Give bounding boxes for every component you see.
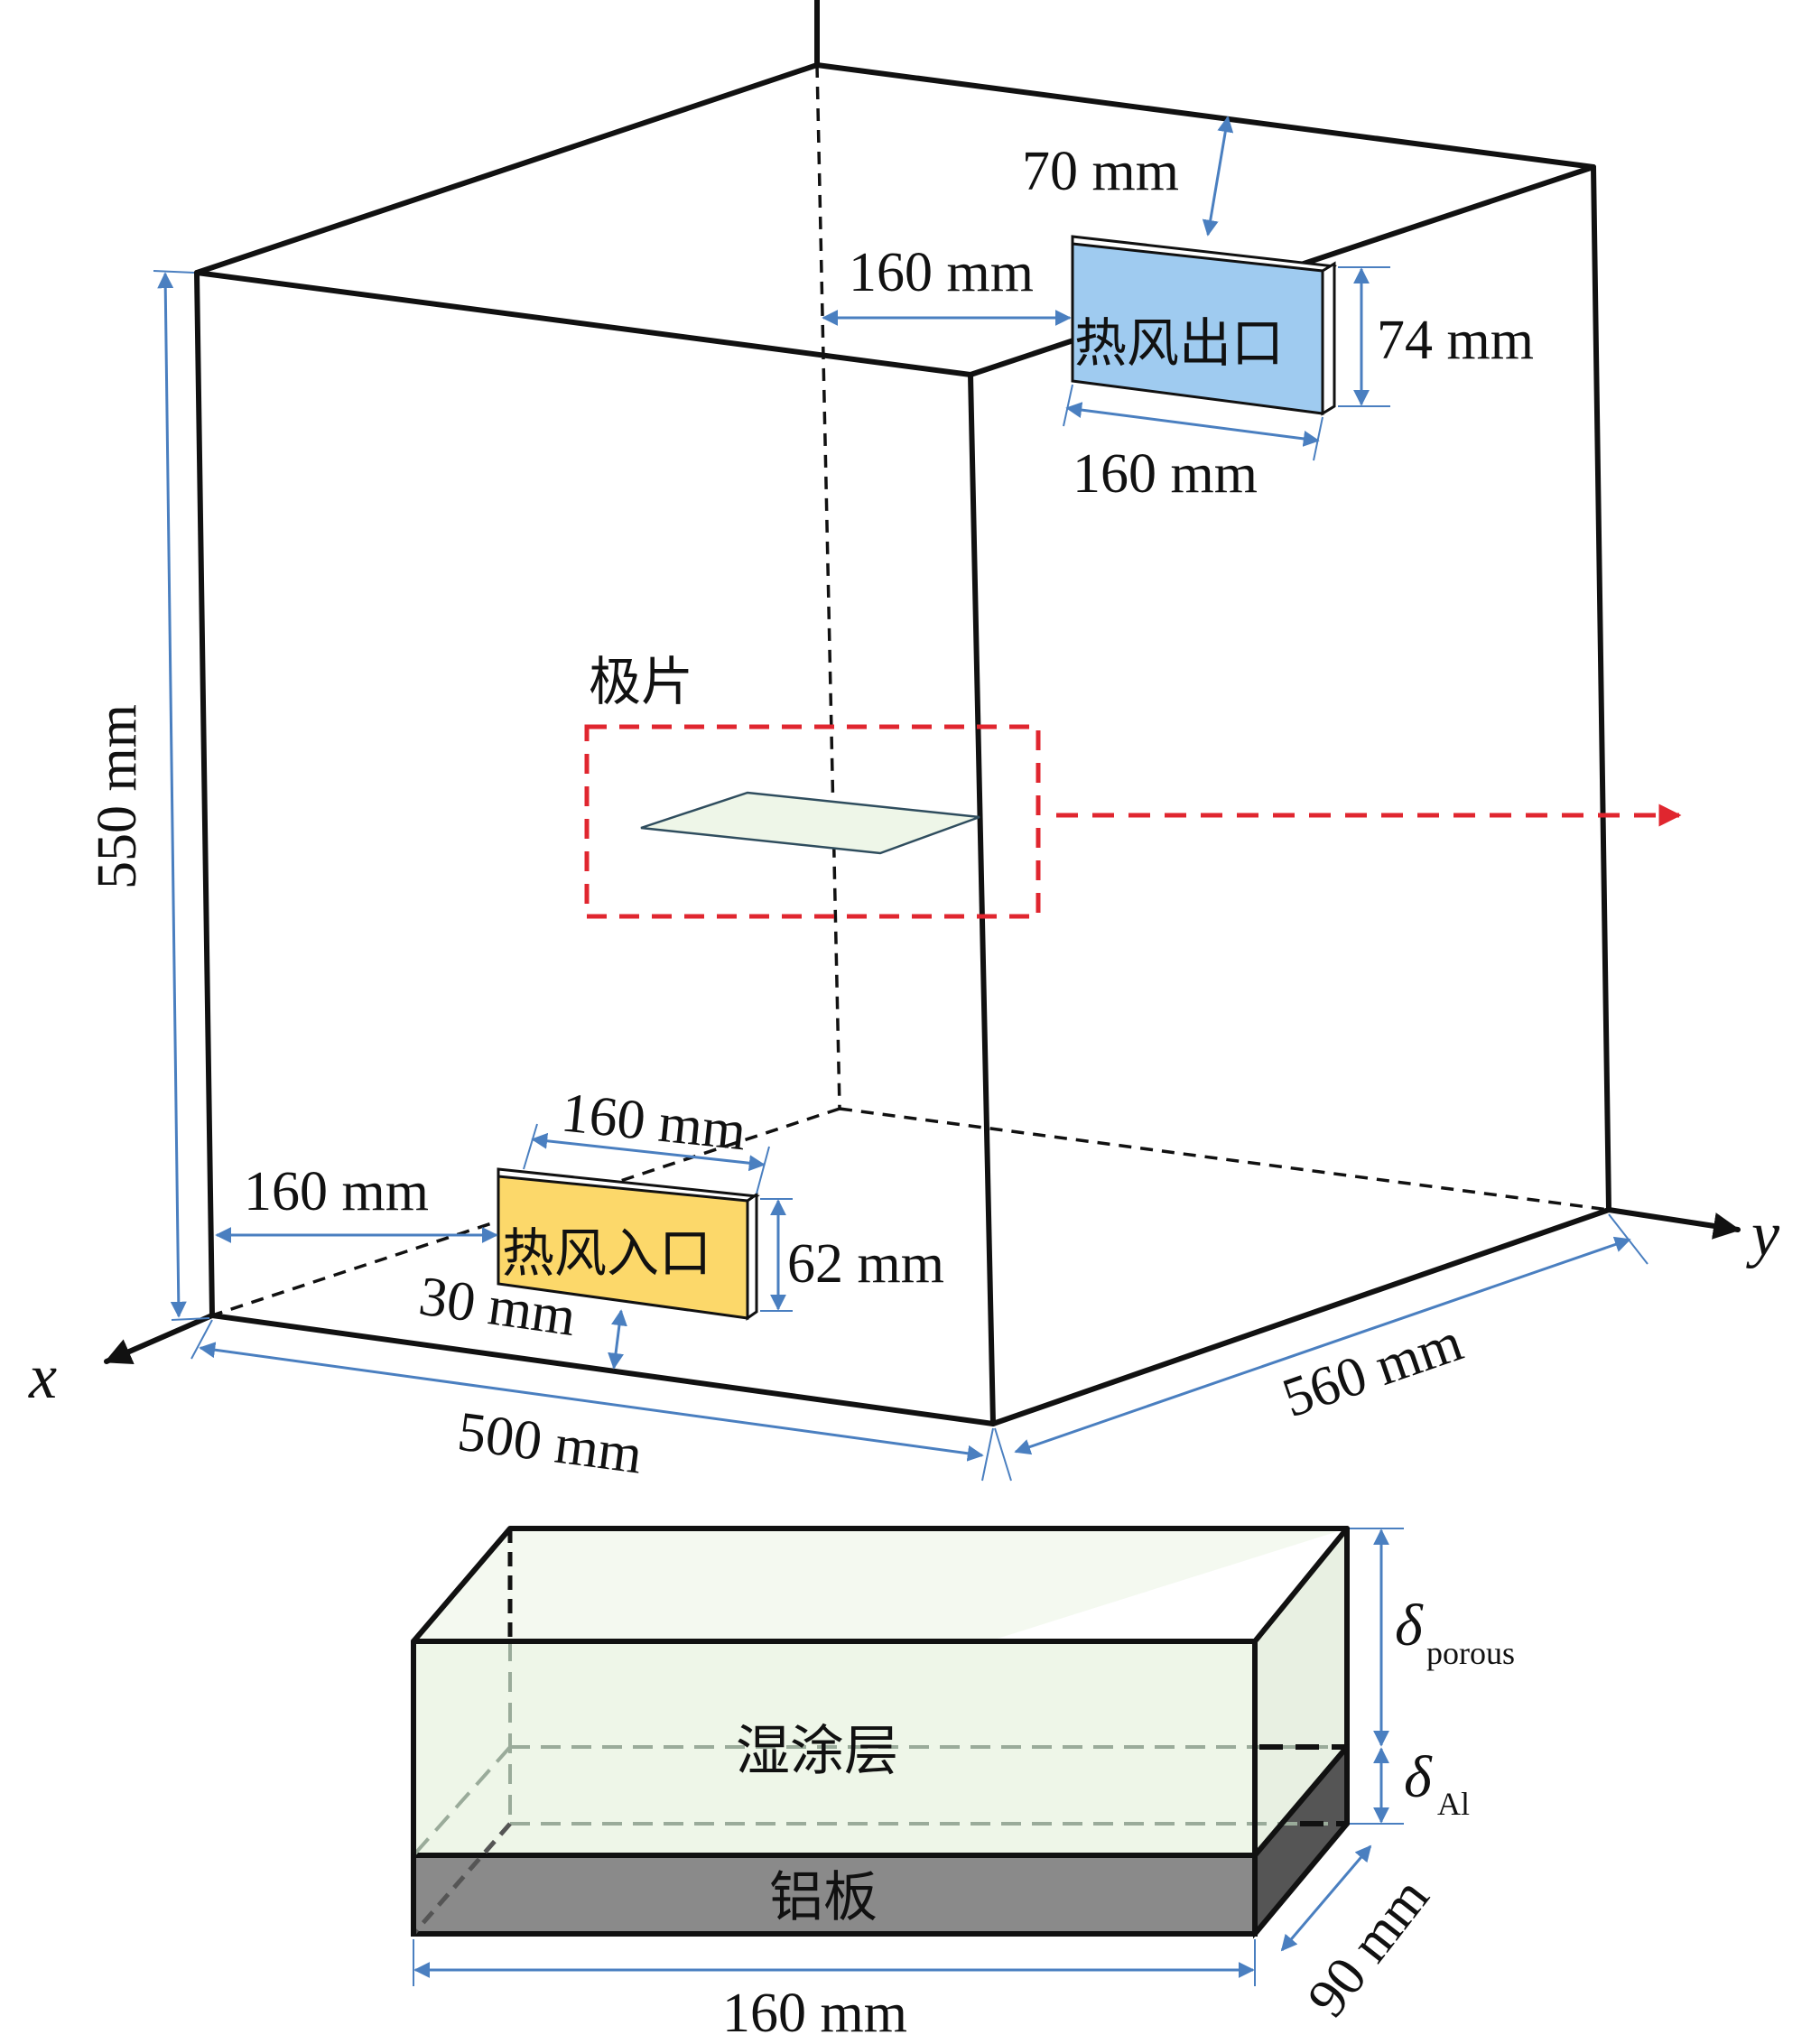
inlet-width-label: 160 mm [559, 1082, 749, 1162]
x-axis-label: x [28, 1343, 57, 1412]
delta-al-subscript: Al [1437, 1786, 1470, 1822]
electrode-sheet [640, 791, 980, 855]
outlet-label: 热风出口 [1074, 312, 1284, 374]
y-axis-line [1606, 1207, 1741, 1240]
hidden-floor-back-edge [839, 1107, 1610, 1212]
plate-depth-line [1280, 1844, 1372, 1952]
hot-air-outlet: 热风出口 [1071, 235, 1337, 416]
inlet-dimensions: 160 mm 160 mm 62 mm 30 mm [215, 1082, 944, 1370]
wet-coating-label: 湿涂层 [736, 1720, 898, 1783]
outlet-width-ext-left [1063, 384, 1073, 427]
width-dimension-line [199, 1342, 984, 1462]
width-ext-left [190, 1319, 213, 1360]
inlet-front-face [497, 1175, 749, 1320]
chamber-dimensions: 550 mm 500 mm 560 mm [87, 270, 1648, 1486]
delta-al-symbol: δ [1404, 1744, 1433, 1810]
width-ext-right [981, 1427, 994, 1482]
plate-depth-label: 90 mm [1296, 1867, 1441, 2029]
chamber-left-vertical-edge [194, 270, 215, 1318]
hidden-back-vertical-edge [815, 64, 841, 1110]
inlet-height-label: 62 mm [787, 1233, 944, 1295]
inlet-width-ext-left [523, 1123, 538, 1170]
depth-dimension-line [1014, 1236, 1631, 1455]
inlet-width-line [531, 1132, 766, 1172]
depth-ext-left [994, 1427, 1012, 1482]
chamber-right-vertical-edge [1591, 164, 1611, 1212]
delta-porous-symbol: δ [1395, 1593, 1424, 1658]
detail-interface-diag [1252, 1744, 1350, 1858]
outlet-side-gap-label: 160 mm [849, 242, 1034, 303]
electrode-highlight-box [584, 724, 1041, 919]
delta-porous-subscript: porous [1426, 1635, 1515, 1671]
plate-length-label: 160 mm [722, 1983, 907, 2044]
hot-air-inlet: 热风入口 [497, 1167, 760, 1321]
aluminum-plate-label: 铝板 [769, 1866, 878, 1929]
outlet-side-face [1321, 261, 1336, 416]
inlet-bottom-gap-line [608, 1309, 627, 1370]
outlet-front-face [1071, 242, 1324, 415]
chamber: x y [28, 0, 1780, 1426]
width-dimension-label: 500 mm [454, 1400, 645, 1485]
inlet-width-ext-right [756, 1146, 770, 1194]
height-ext-top [153, 270, 195, 274]
height-ext-bottom [171, 1317, 210, 1321]
y-axis-label: y [1746, 1200, 1780, 1269]
outlet-top-gap-line [1202, 116, 1234, 237]
outlet-height-label: 74 mm [1377, 310, 1534, 371]
outlet-top-gap-label: 70 mm [1022, 141, 1179, 202]
height-dimension-line [157, 272, 187, 1318]
electrode-label: 极片 [589, 651, 693, 712]
outlet-width-label: 160 mm [1073, 443, 1258, 505]
plate-hidden-diag [412, 1822, 512, 1936]
coating-top-face [413, 1528, 1347, 1641]
inlet-label: 热风入口 [502, 1222, 711, 1284]
height-dimension-label: 550 mm [87, 704, 148, 889]
chamber-front-vertical-edge [968, 372, 996, 1426]
outlet-width-ext-right [1313, 416, 1323, 461]
coating-hidden-diag-1 [412, 1745, 512, 1857]
inlet-side-gap-label: 160 mm [244, 1161, 429, 1222]
outlet-dimensions: 70 mm 160 mm 74 mm 160 mm [822, 116, 1534, 505]
x-axis-line [104, 1313, 215, 1364]
electrode-detail: 湿涂层 铝板 160 mm 90 mm δ porous δ Al [411, 1526, 1515, 2044]
electrode-region: 极片 [584, 651, 1682, 919]
outlet-width-line [1065, 402, 1320, 447]
